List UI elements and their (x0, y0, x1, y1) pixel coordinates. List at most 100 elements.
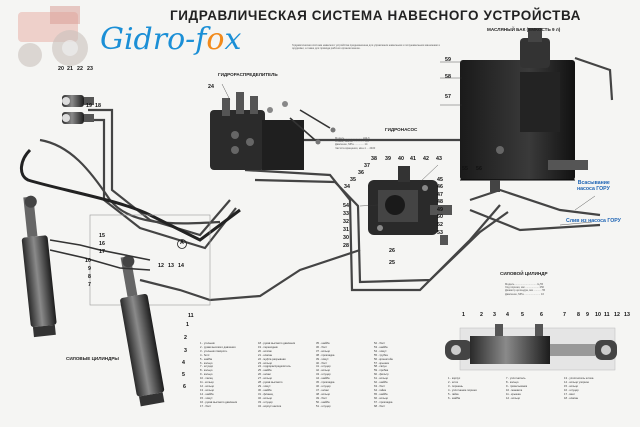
legend-item: 46 - штуцер (316, 384, 331, 388)
legend-item: 37 - кольцо (316, 349, 330, 353)
callout: 7 (88, 282, 91, 288)
callout: 17 (99, 249, 105, 255)
callout: 10 (595, 312, 601, 318)
legend-item: 44 - шайба (316, 377, 330, 381)
drain-label: Слив из насоса ГОРУ (566, 218, 621, 224)
legend-item: 10 - манжета (506, 388, 523, 392)
callout: 49 (437, 207, 443, 213)
legend-item: 60 - фильтр (374, 373, 389, 377)
callout: 36 (358, 170, 364, 176)
callout: 3 (493, 312, 496, 318)
callout: 30 (343, 235, 349, 241)
description: Гидравлическая система навесного устройс… (292, 44, 441, 51)
legend-item: 49 - болт (316, 396, 328, 400)
callout: 26 (389, 248, 395, 254)
callout: 9 (586, 312, 589, 318)
legend-item: 8 - кольцо (200, 369, 213, 373)
legend-item: 45 - прокладка (316, 381, 335, 385)
legend-item: 34 - корпус насоса (258, 404, 282, 408)
callout: 11 (188, 313, 194, 319)
callout: 15 (99, 233, 105, 239)
legend-item: 57 - крышка (374, 361, 389, 365)
callout: 9 (88, 266, 91, 272)
callout: 23 (87, 66, 93, 72)
callout: 25 (389, 260, 395, 266)
callout: 24 (208, 84, 214, 90)
legend-item: 3 - поршень (448, 384, 463, 388)
callout: 54 (343, 203, 349, 209)
tank-label: МАСЛЯНЫЙ БАК (ЕМКОСТЬ 9 л) (487, 27, 561, 32)
legend-item: 64 - гайка (374, 388, 387, 392)
legend-item: 54 - хомут (374, 349, 387, 353)
callout: 12 (158, 263, 164, 269)
callout: 28 (343, 243, 349, 249)
callout: 5 (521, 312, 524, 318)
callout: 8 (88, 274, 91, 280)
callout: 42 (423, 156, 429, 162)
legend-item: 12 - кольцо (200, 384, 214, 388)
callout: 1 (462, 312, 465, 318)
legend-item: 16 - штуцер (564, 388, 579, 392)
callout: 34 (344, 184, 350, 190)
legend-item: 7 - уплотнитель (506, 377, 526, 380)
tractor-icon (18, 6, 88, 67)
callout: 56 (476, 166, 482, 172)
legend-item: 51 - штуцер (316, 404, 331, 408)
legend-item: 30 - шайба (258, 388, 272, 392)
legend-item: 62 - шайба (374, 381, 388, 385)
legend-item: 58 - сапун (374, 365, 387, 369)
view-a-label: А (180, 240, 184, 246)
callout: 59 (445, 57, 451, 63)
legend-item: 32 - кольцо (258, 396, 272, 400)
legend-item: 20 - колпак (258, 349, 272, 353)
callout: 3 (184, 348, 187, 354)
legend-item: 1 - угольник (200, 342, 215, 345)
legend-item: 13 - кольцо (200, 388, 214, 392)
legend-item: 2 - рукав высокого давления (200, 345, 236, 349)
legend-item: 22 - муфта разрывная (258, 357, 286, 361)
legend-item: 41 - штуцер (316, 365, 331, 369)
suction-label: Всасывание насоса ГОРУ (577, 180, 610, 192)
legend-item: 2 - шток (448, 380, 458, 384)
legend-item: 66 - кольцо (374, 396, 388, 400)
callout: 2 (480, 312, 483, 318)
callout: 16 (99, 241, 105, 247)
callout: 41 (410, 156, 416, 162)
legend-item: 26 - шланг (258, 373, 272, 377)
legend-item: 52 - болт (374, 342, 386, 345)
valve-fittings (62, 95, 94, 124)
left-cylinder-2 (120, 255, 165, 407)
legend-item: 17 - винт (564, 392, 576, 396)
legend-item: 16 - рукав высокого давления (200, 400, 238, 404)
callout: 5 (182, 372, 185, 378)
legend-item: 39 - хомут (316, 357, 329, 361)
legend-item: 47 - шланг (316, 388, 330, 392)
callout: 43 (436, 156, 442, 162)
legend-item: 53 - шайба (374, 345, 388, 349)
power-cylinder-label: СИЛОВОЙ ЦИЛИНДР (500, 271, 548, 276)
distributor-label: ГИДРОРАСПРЕДЕЛИТЕЛЬ (218, 72, 278, 77)
callout: 8 (577, 312, 580, 318)
callout: 47 (437, 192, 443, 198)
legend-item: 25 - шайба (258, 369, 272, 373)
legend-item: 67 - прокладка (374, 400, 393, 404)
legend-item: 28 - рукав высокого (258, 381, 283, 385)
callout: 21 (67, 66, 73, 72)
callout: 4 (506, 312, 509, 318)
callout: 40 (398, 156, 404, 162)
distributor-block (210, 92, 336, 170)
legend-item: 24 - гидрораспределитель (258, 365, 291, 369)
callout: 20 (58, 66, 64, 72)
power-cylinder-drawing (445, 324, 617, 371)
callout: 2 (184, 335, 187, 341)
legend-item: 11 - кольцо (200, 381, 214, 385)
legend-item: 23 - кольцо (258, 361, 272, 365)
callout: 12 (614, 312, 620, 318)
legend-item: 50 - шайба (316, 400, 330, 404)
